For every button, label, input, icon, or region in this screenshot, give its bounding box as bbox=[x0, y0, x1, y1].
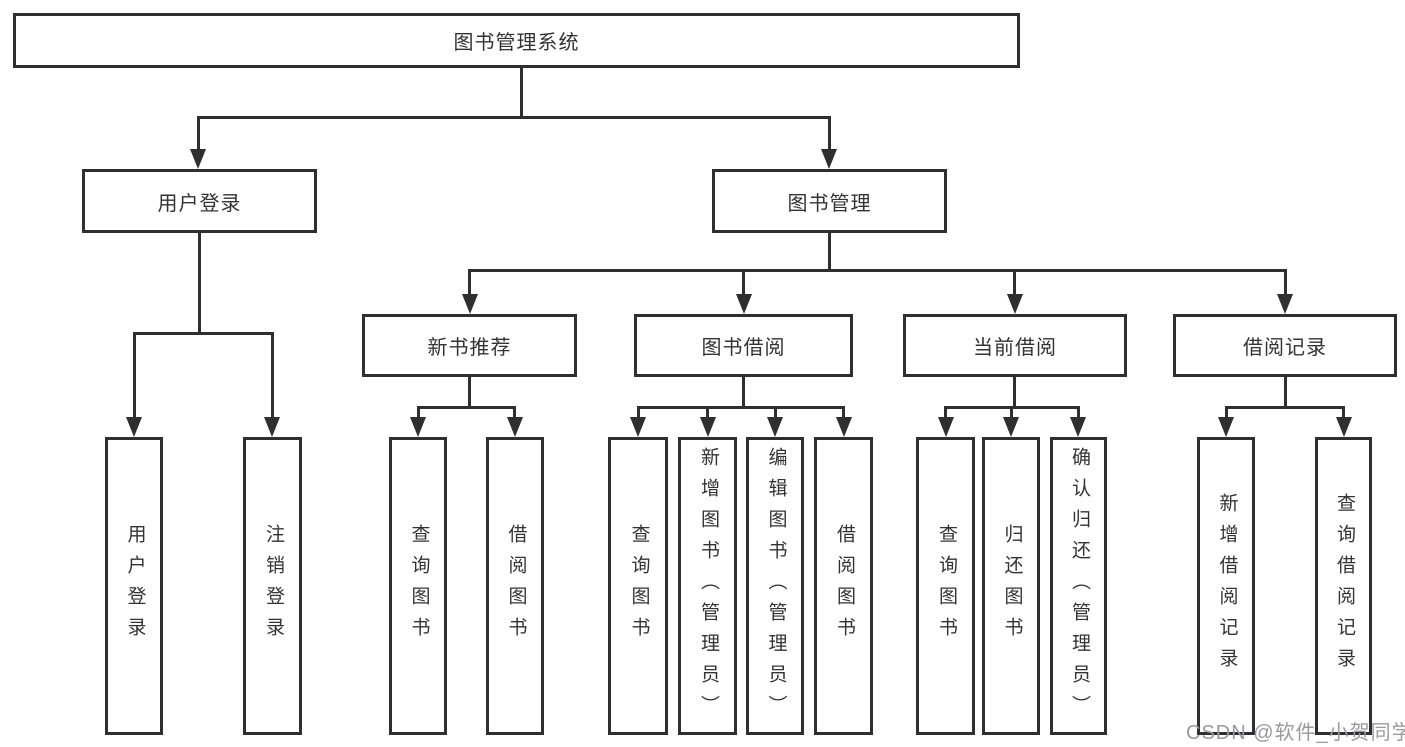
connector-drop-leaf bbox=[774, 406, 777, 421]
arrow-down-icon bbox=[1007, 294, 1023, 314]
arrow-down-icon bbox=[821, 149, 837, 169]
connector-root-drop-book-management bbox=[828, 116, 831, 154]
connector-drop-leaf bbox=[513, 406, 516, 421]
connector-book-borrowing-rail bbox=[637, 406, 844, 409]
leaf-label: 用户登录 bbox=[124, 524, 146, 648]
node-library-system: 图书管理系统 bbox=[13, 13, 1020, 68]
leaf-add-books-admin: 新增图书（管理员） bbox=[678, 437, 737, 735]
arrow-down-icon bbox=[736, 294, 752, 314]
node-label: 图书管理 bbox=[787, 192, 872, 215]
leaf-query-books-recommend: 查询图书 bbox=[389, 437, 447, 735]
arrow-down-icon bbox=[630, 417, 646, 437]
arrow-down-icon bbox=[767, 417, 783, 437]
connector-drop-current-borrowing bbox=[1013, 269, 1016, 297]
connector-root-rail bbox=[197, 116, 831, 119]
arrow-down-icon bbox=[1277, 294, 1293, 314]
leaf-borrow-books-recommend: 借阅图书 bbox=[486, 437, 544, 735]
connector-drop-leaf bbox=[1010, 406, 1013, 421]
connector-drop-borrowing-records bbox=[1284, 269, 1287, 297]
arrow-down-icon bbox=[1218, 417, 1234, 437]
arrow-down-icon bbox=[1070, 417, 1086, 437]
arrow-down-icon bbox=[700, 417, 716, 437]
node-user-login: 用户登录 bbox=[82, 169, 317, 233]
arrow-down-icon bbox=[264, 417, 280, 437]
connector-book-management-rail bbox=[468, 269, 1286, 272]
connector-drop-leaf-user-login bbox=[133, 332, 136, 422]
node-book-borrowing: 图书借阅 bbox=[634, 314, 853, 377]
leaf-label: 借阅图书 bbox=[833, 524, 855, 648]
connector-user-login-rail bbox=[133, 332, 274, 335]
node-label: 图书借阅 bbox=[701, 337, 786, 359]
node-label: 借阅记录 bbox=[1243, 337, 1327, 359]
arrow-down-icon bbox=[126, 417, 142, 437]
node-book-management: 图书管理 bbox=[712, 169, 947, 233]
connector-book-borrowing-stem bbox=[742, 377, 745, 408]
leaf-label: 新增借阅记录 bbox=[1216, 493, 1238, 679]
connector-new-book-recommend-rail bbox=[417, 406, 516, 409]
leaf-logout: 注销登录 bbox=[243, 437, 302, 735]
leaf-label: 查询图书 bbox=[408, 524, 430, 648]
leaf-confirm-return-admin: 确认归还（管理员） bbox=[1050, 437, 1107, 735]
node-current-borrowing: 当前借阅 bbox=[903, 314, 1127, 377]
connector-drop-leaf bbox=[637, 406, 640, 421]
arrow-down-icon bbox=[410, 417, 426, 437]
leaf-add-borrow-record: 新增借阅记录 bbox=[1197, 437, 1255, 735]
arrow-down-icon bbox=[836, 417, 852, 437]
arrow-down-icon bbox=[1003, 417, 1019, 437]
leaf-query-books-current: 查询图书 bbox=[916, 437, 975, 735]
leaf-query-books-borrowing: 查询图书 bbox=[608, 437, 668, 735]
connector-drop-leaf-logout bbox=[271, 332, 274, 422]
leaf-label: 编辑图书（管理员） bbox=[765, 446, 787, 726]
node-label: 用户登录 bbox=[157, 192, 242, 215]
leaf-label: 注销登录 bbox=[262, 524, 284, 648]
arrow-down-icon bbox=[190, 149, 206, 169]
connector-drop-leaf bbox=[1342, 406, 1345, 421]
connector-current-borrowing-stem bbox=[1013, 377, 1016, 408]
leaf-return-books: 归还图书 bbox=[982, 437, 1040, 735]
leaf-user-login: 用户登录 bbox=[105, 437, 163, 735]
connector-borrowing-records-stem bbox=[1284, 377, 1287, 408]
connector-drop-leaf bbox=[1225, 406, 1228, 421]
node-label: 图书管理系统 bbox=[453, 32, 580, 54]
leaf-label: 新增图书（管理员） bbox=[697, 446, 719, 726]
connector-drop-leaf bbox=[842, 406, 845, 421]
leaf-label: 查询图书 bbox=[935, 524, 957, 648]
connector-root-drop-user-login bbox=[197, 116, 200, 154]
node-borrowing-records: 借阅记录 bbox=[1173, 314, 1397, 377]
connector-drop-leaf bbox=[1077, 406, 1080, 421]
csdn-watermark: CSDN @软件_小贺同学 bbox=[1186, 722, 1405, 744]
connector-root-stem bbox=[520, 68, 523, 117]
connector-drop-leaf bbox=[706, 406, 709, 421]
connector-drop-leaf bbox=[944, 406, 947, 421]
node-label: 当前借阅 bbox=[973, 337, 1057, 359]
arrow-down-icon bbox=[1336, 417, 1352, 437]
leaf-query-borrow-record: 查询借阅记录 bbox=[1315, 437, 1372, 735]
connector-borrowing-records-rail bbox=[1225, 406, 1344, 409]
leaf-borrow-books-borrowing: 借阅图书 bbox=[814, 437, 873, 735]
leaf-edit-books-admin: 编辑图书（管理员） bbox=[746, 437, 804, 735]
connector-drop-leaf bbox=[417, 406, 420, 421]
node-label: 新书推荐 bbox=[427, 337, 512, 359]
leaf-label: 查询借阅记录 bbox=[1333, 493, 1355, 679]
connector-user-login-stem bbox=[198, 233, 201, 334]
arrow-down-icon bbox=[462, 294, 478, 314]
arrow-down-icon bbox=[938, 417, 954, 437]
leaf-label: 查询图书 bbox=[628, 524, 650, 648]
arrow-down-icon bbox=[507, 417, 523, 437]
leaf-label: 借阅图书 bbox=[505, 524, 527, 648]
connector-book-management-stem bbox=[828, 233, 831, 271]
leaf-label: 归还图书 bbox=[1001, 524, 1023, 648]
connector-drop-new-book-recommend bbox=[468, 269, 471, 297]
connector-drop-book-borrowing bbox=[742, 269, 745, 297]
connector-new-book-recommend-stem bbox=[468, 377, 471, 408]
leaf-label: 确认归还（管理员） bbox=[1068, 446, 1090, 726]
node-new-book-recommend: 新书推荐 bbox=[362, 314, 577, 377]
